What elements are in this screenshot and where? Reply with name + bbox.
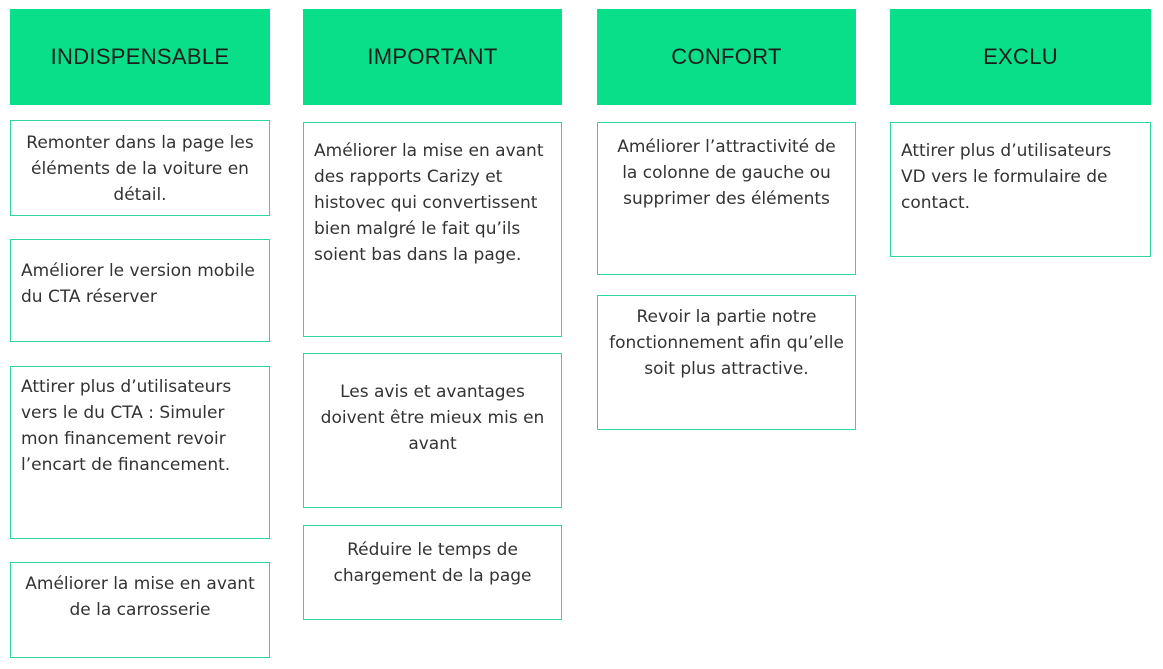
column-header-important: IMPORTANT: [303, 9, 562, 105]
card-indispensable-3: Attirer plus d’utilisateurs vers le du C…: [10, 366, 270, 539]
column-title: INDISPENSABLE: [50, 44, 230, 69]
card-text: Améliorer la mise en avant de la carross…: [25, 574, 255, 620]
card-important-1: Améliorer la mise en avant des rapports …: [303, 122, 562, 337]
card-indispensable-2: Améliorer le version mobile du CTA réser…: [10, 239, 270, 342]
card-text: Améliorer la mise en avant des rapports …: [314, 141, 544, 265]
column-title: EXCLU: [983, 44, 1058, 69]
card-text: Améliorer le version mobile du CTA réser…: [21, 261, 255, 307]
column-title: CONFORT: [671, 44, 782, 69]
column-header-indispensable: INDISPENSABLE: [10, 9, 270, 105]
card-text: Attirer plus d’utilisateurs VD vers le f…: [901, 141, 1112, 213]
card-text: Réduire le temps de chargement de la pag…: [333, 540, 532, 586]
card-important-2: Les avis et avantages doivent être mieux…: [303, 353, 562, 508]
column-header-confort: CONFORT: [597, 9, 856, 105]
card-text: Revoir la partie notre fonctionnement af…: [609, 307, 844, 379]
card-confort-1: Améliorer l’attractivité de la colonne d…: [597, 122, 856, 275]
card-exclu-1: Attirer plus d’utilisateurs VD vers le f…: [890, 122, 1151, 257]
card-text: Améliorer l’attractivité de la colonne d…: [617, 137, 836, 209]
card-text: Remonter dans la page les éléments de la…: [26, 133, 254, 205]
column-header-exclu: EXCLU: [890, 9, 1151, 105]
card-text: Attirer plus d’utilisateurs vers le du C…: [21, 377, 232, 475]
column-title: IMPORTANT: [367, 44, 498, 69]
card-text: Les avis et avantages doivent être mieux…: [320, 382, 545, 454]
card-important-3: Réduire le temps de chargement de la pag…: [303, 525, 562, 620]
card-indispensable-1: Remonter dans la page les éléments de la…: [10, 120, 270, 216]
card-confort-2: Revoir la partie notre fonctionnement af…: [597, 295, 856, 430]
card-indispensable-4: Améliorer la mise en avant de la carross…: [10, 562, 270, 658]
